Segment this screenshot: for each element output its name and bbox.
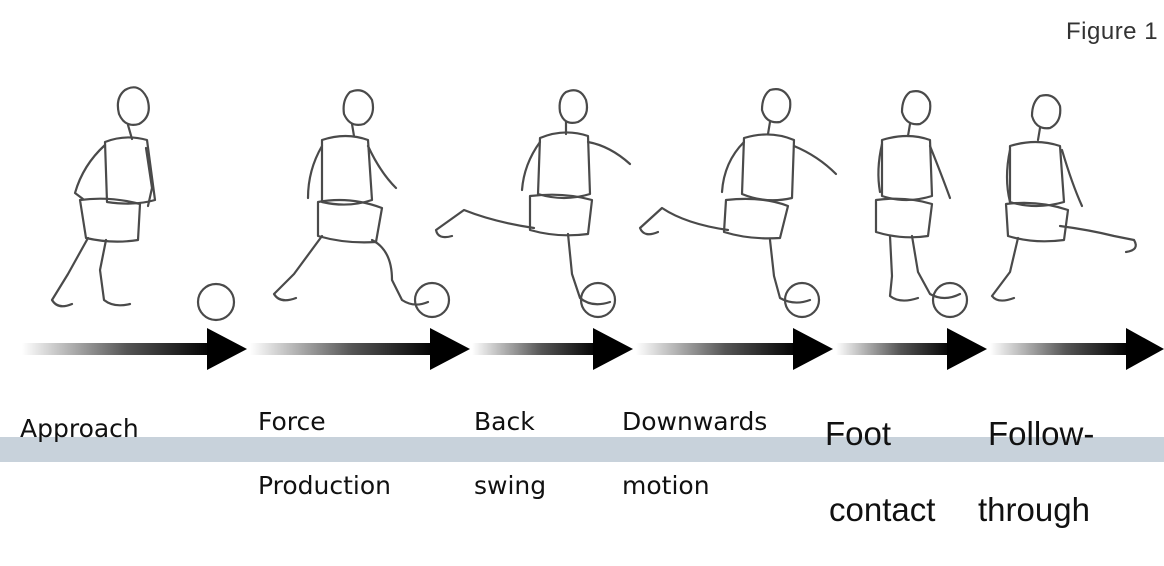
arrow-foot-contact <box>836 328 987 370</box>
stage-label-line1: Force <box>258 407 326 436</box>
arrow-back-swing <box>472 328 633 370</box>
stage-label-line2: swing <box>474 471 547 500</box>
stage-arrows <box>22 328 1164 370</box>
stage-label-line1: Downwards <box>622 407 768 436</box>
bottom-band <box>0 437 1164 462</box>
stage-label-force-production: Force Production <box>258 380 391 528</box>
arrow-force-production <box>250 328 470 370</box>
stage-label-line2: through <box>978 490 1090 528</box>
stage-label-line1: Follow- <box>988 414 1095 452</box>
figure-label: Figure 1 <box>1066 18 1159 45</box>
stage-label-follow-through: Follow- through <box>978 379 1095 566</box>
kick-sequence-illustration <box>22 86 1164 370</box>
stage-label-line1: Approach <box>20 414 139 443</box>
stage-label-downwards-motion: Downwards motion <box>622 380 767 528</box>
stage-label-approach: Approach <box>20 387 139 443</box>
player-figure-approach <box>50 86 236 322</box>
stage-label-line1: Back <box>474 407 535 436</box>
stage-label-line2: Production <box>258 471 392 500</box>
arrow-approach <box>22 328 247 370</box>
player-figure-downwards-motion <box>638 88 838 319</box>
stage-label-line2: contact <box>829 490 936 528</box>
stage-label-foot-contact: Foot contact <box>825 379 935 566</box>
stage-label-back-swing: Back swing <box>474 380 546 528</box>
player-figure-follow-through <box>990 94 1137 302</box>
player-figure-foot-contact <box>874 90 969 319</box>
player-figure-force-production <box>272 89 451 319</box>
stage-label-line2: motion <box>622 471 710 500</box>
arrow-follow-through <box>990 328 1164 370</box>
player-figure-back-swing <box>434 89 632 319</box>
arrow-downwards-motion <box>636 328 833 370</box>
stage-label-line1: Foot <box>825 414 892 452</box>
